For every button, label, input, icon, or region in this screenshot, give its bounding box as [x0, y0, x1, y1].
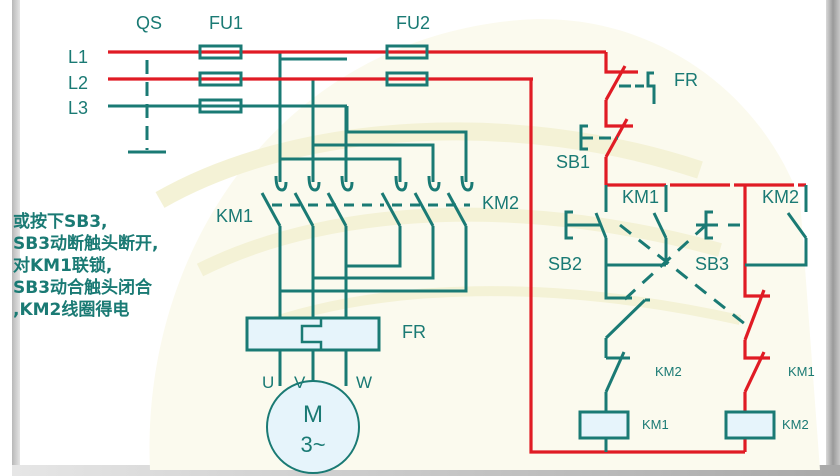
km2-main-contacts [380, 175, 474, 227]
label-km2-hold: KM2 [762, 187, 799, 207]
label-v: V [294, 373, 306, 392]
energized-buses [108, 50, 606, 81]
label-l2: L2 [68, 73, 88, 93]
fu1-l1 [198, 44, 243, 60]
label-interlock-km1: KM1 [788, 364, 815, 379]
label-qs: QS [136, 13, 162, 33]
motor-symbol [266, 380, 360, 474]
note-line: 对KM1联锁, [13, 256, 113, 276]
note-line: 或按下SB3, [13, 212, 108, 232]
slide-frame-left [12, 0, 20, 476]
label-km1-main: KM1 [216, 206, 253, 226]
label-km1-hold: KM1 [622, 187, 659, 207]
label-l3: L3 [68, 98, 88, 118]
label-fr-main: FR [402, 322, 426, 342]
label-coil-km2: KM2 [782, 417, 809, 432]
power-circuit [108, 52, 474, 386]
slide-frame-bottom [12, 465, 840, 476]
label-fu2: FU2 [396, 13, 430, 33]
km2-coil [724, 410, 776, 440]
label-coil-km1: KM1 [642, 417, 669, 432]
fr-contact-actuator [646, 71, 656, 104]
label-sb2: SB2 [548, 254, 582, 274]
label-sb3: SB3 [695, 254, 729, 274]
note-line: ,KM2线圈得电 [13, 300, 130, 320]
label-sb1: SB1 [556, 152, 590, 172]
km1-coil [578, 410, 630, 440]
fu1-l2 [198, 71, 243, 87]
label-u: U [262, 373, 274, 392]
fu2-l2 [385, 71, 429, 87]
watermark [149, 19, 820, 471]
label-fu1: FU1 [209, 13, 243, 33]
label-w: W [356, 373, 372, 392]
note-line: SB3动合触头闭合 [13, 278, 153, 298]
fr-heater-symbol [300, 318, 323, 350]
note-line: SB3动断触头断开, [13, 234, 159, 254]
label-km2-main: KM2 [482, 193, 519, 213]
control-circuit [564, 71, 808, 452]
label-interlock-km2: KM2 [655, 364, 682, 379]
slide-frame-right [826, 0, 840, 476]
fu2-l1 [385, 44, 429, 60]
km2-feed-w [345, 106, 468, 182]
km2-feed-u [280, 157, 402, 182]
label-motor-type: 3~ [300, 432, 325, 457]
label-motor: M [303, 401, 323, 428]
km1-main-contacts [260, 175, 384, 227]
km2-feed-v [313, 143, 435, 182]
fr-thermal-element [245, 316, 381, 352]
fu1-l3 [198, 98, 243, 114]
control-energized-path [529, 52, 806, 454]
sb3-button-head [704, 210, 713, 240]
fuses [198, 44, 429, 114]
label-l1: L1 [68, 47, 88, 67]
explanation-note: 或按下SB3, SB3动断触头断开, 对KM1联锁, SB3动合触头闭合 ,KM… [13, 211, 159, 321]
label-fr-contact: FR [674, 70, 698, 90]
